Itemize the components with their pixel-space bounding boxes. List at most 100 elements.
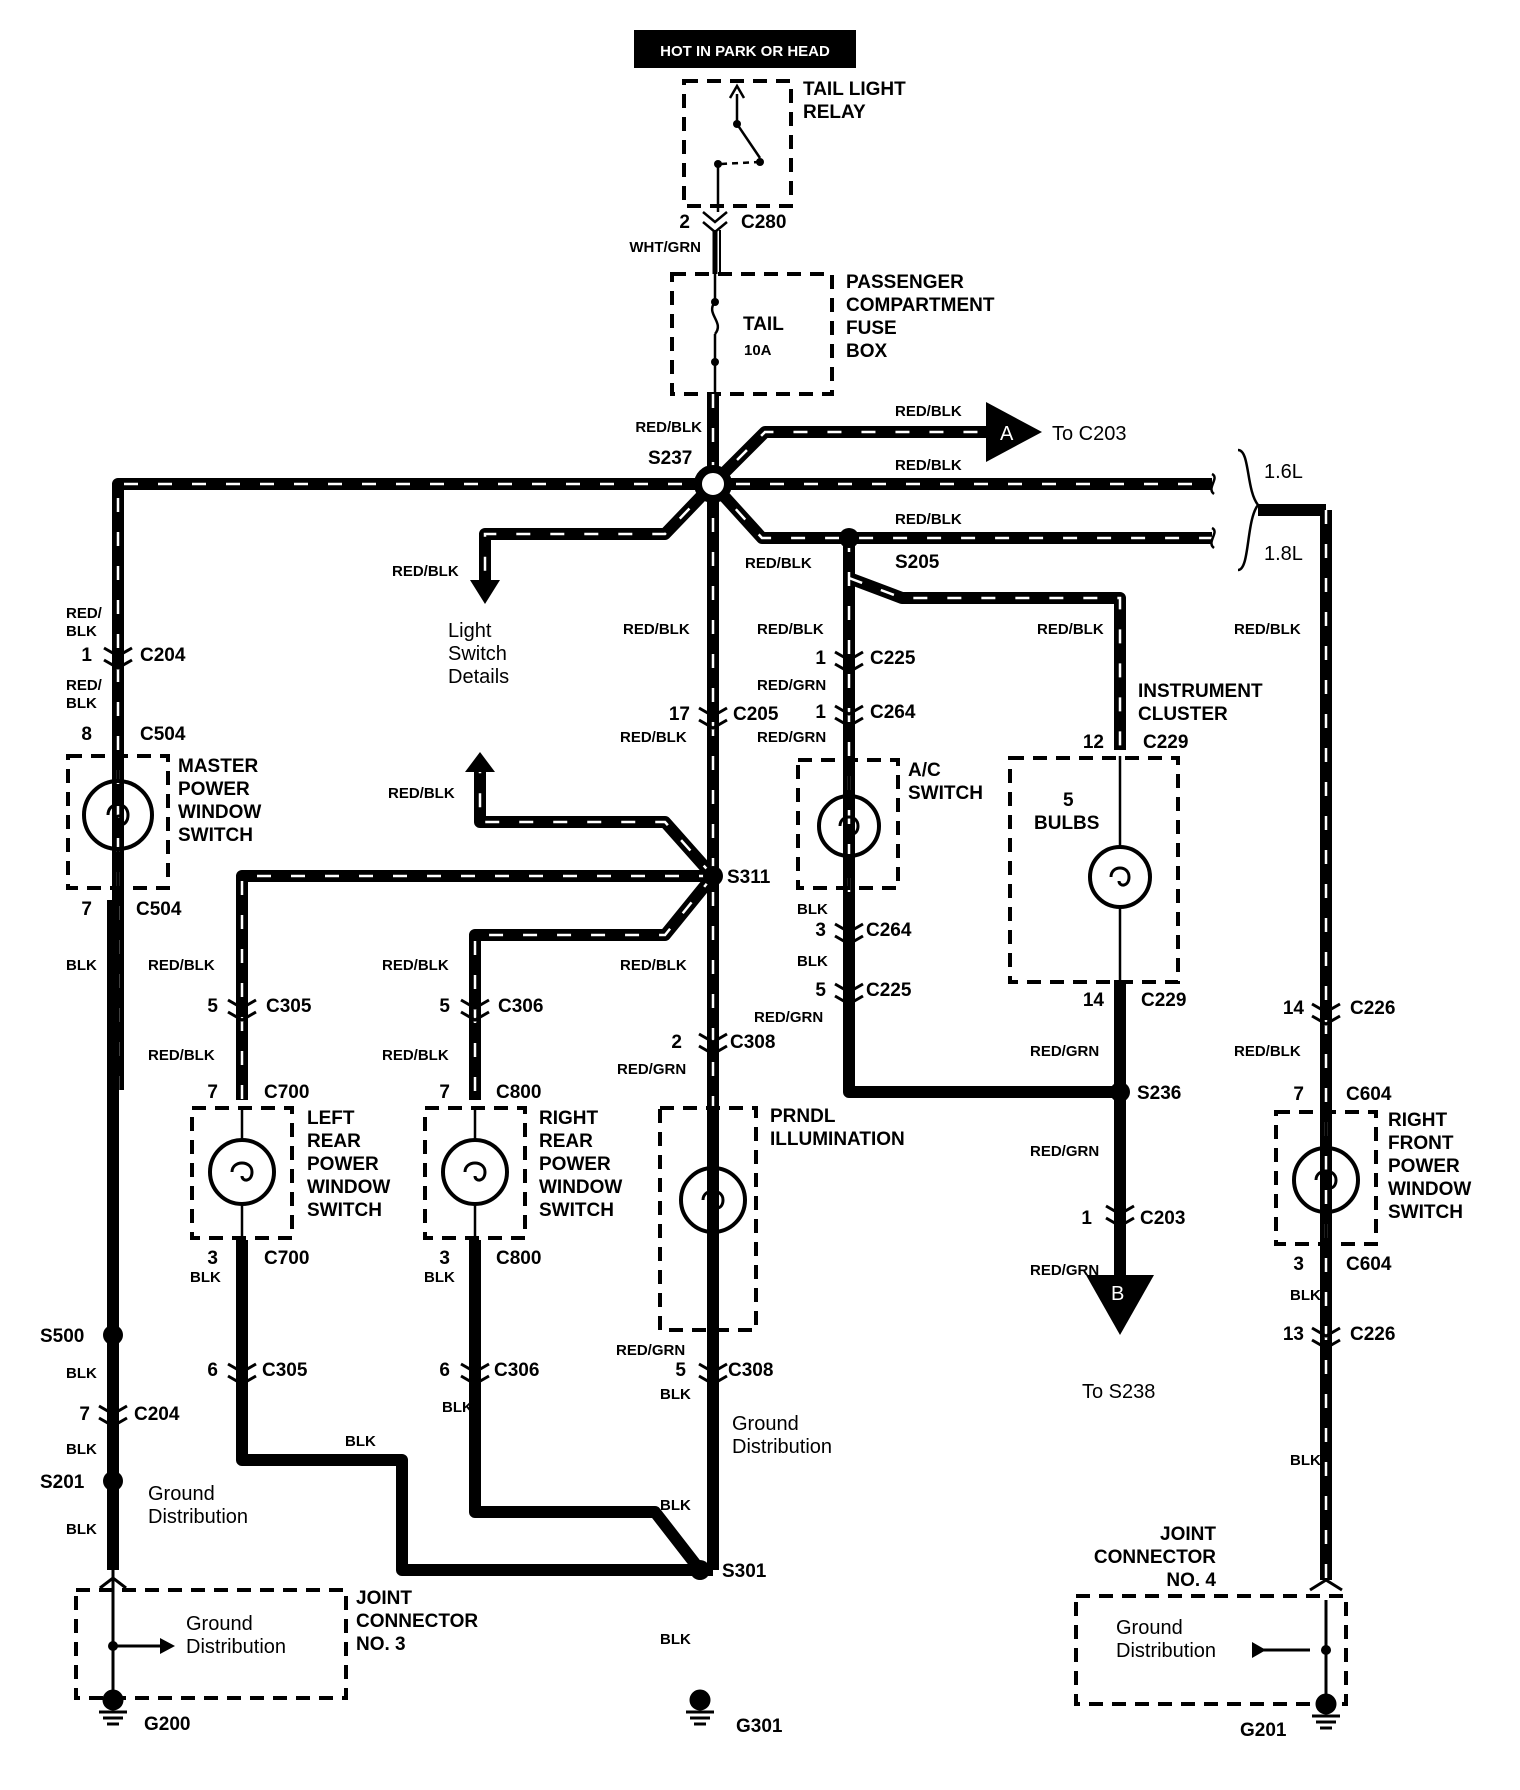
wire-label-23: RED/BLK xyxy=(382,1047,449,1064)
wire-label-30: BLK xyxy=(424,1269,455,1286)
rr-label-2: REAR xyxy=(539,1131,593,1152)
engine-brace xyxy=(1237,448,1260,572)
offpage-b-text: To S238 xyxy=(1082,1381,1155,1403)
wire-label-36: BLK xyxy=(66,1441,97,1458)
up-arrow-icon xyxy=(465,752,495,772)
ground-dist-2b: Distribution xyxy=(148,1506,248,1528)
title-text: HOT IN PARK OR HEAD xyxy=(660,43,830,60)
prndl-label-1: PRNDL xyxy=(770,1106,836,1127)
pin-c229-12: 12 xyxy=(1083,732,1104,753)
engine-18: 1.8L xyxy=(1264,543,1303,565)
rr-label-1: RIGHT xyxy=(539,1108,599,1129)
ground-dist-2a: Ground xyxy=(148,1483,215,1505)
pin-c264-1: 1 xyxy=(815,702,826,723)
wire-label-7: RED/BLK xyxy=(623,621,690,638)
wire-label-1: RED/BLK xyxy=(635,419,702,436)
lr-label-3: POWER xyxy=(307,1154,379,1175)
wire-label-17: RED/BLK xyxy=(148,957,215,974)
c280-connector-icon xyxy=(702,211,728,234)
pin-c308-2: 2 xyxy=(671,1032,682,1053)
conn-c264-a: C264 xyxy=(870,702,916,723)
connector-icons xyxy=(98,646,1341,1428)
conn-c205: C205 xyxy=(733,704,779,725)
wire-label-12: RED/BLK xyxy=(620,729,687,746)
wire-label-32: RED/GRN xyxy=(616,1342,685,1359)
master-label-4: SWITCH xyxy=(178,825,253,846)
ground-g200: G200 xyxy=(144,1714,190,1735)
pin-c504-7: 7 xyxy=(81,899,92,920)
conn-c226-b: C226 xyxy=(1350,1324,1395,1345)
conn-c604-b: C604 xyxy=(1346,1254,1392,1275)
offpage-arrow-b xyxy=(1086,1275,1154,1335)
engine-16: 1.6L xyxy=(1264,461,1303,483)
wire-label-19: RED/BLK xyxy=(620,957,687,974)
wire-label-16: BLK xyxy=(66,957,97,974)
pin-c205-17: 17 xyxy=(669,704,690,725)
offpage-a-text: To C203 xyxy=(1052,423,1127,445)
jc3-label-1: JOINT xyxy=(356,1588,412,1609)
master-label-3: WINDOW xyxy=(178,802,261,823)
relay-connector: C280 xyxy=(741,212,786,233)
wire-label-39: BLK xyxy=(660,1497,691,1514)
relay-label-2: RELAY xyxy=(803,102,866,123)
wire-label-27: RED/GRN xyxy=(1030,1143,1099,1160)
joint-connector-4-internal xyxy=(1260,1578,1343,1652)
pin-c225-1: 1 xyxy=(815,648,826,669)
jc3-dist-1: Ground xyxy=(186,1613,253,1635)
lr-label-2: REAR xyxy=(307,1131,361,1152)
cluster-label-1: INSTRUMENT xyxy=(1138,681,1263,702)
wire-label-24: RED/GRN xyxy=(617,1061,686,1078)
right-rear-power-window-switch-box xyxy=(423,1106,527,1240)
tail-light-relay-box xyxy=(682,79,793,208)
fuse-icon xyxy=(710,274,720,394)
wire-label-13: RED/GRN xyxy=(757,729,826,746)
wire-label-34: BLK xyxy=(660,1386,691,1403)
jc4-dist-1: Ground xyxy=(1116,1617,1183,1639)
wire-label-29: BLK xyxy=(190,1269,221,1286)
splices xyxy=(103,465,1130,1580)
pin-c305-6: 6 xyxy=(207,1360,218,1381)
wire-label-wht-grn: WHT/GRN xyxy=(629,239,701,256)
jc4-label-2: CONNECTOR xyxy=(1094,1547,1216,1568)
pin-c700-3: 3 xyxy=(207,1248,218,1269)
conn-c203: C203 xyxy=(1140,1208,1185,1229)
lr-label-5: SWITCH xyxy=(307,1200,382,1221)
jc3-label-3: NO. 3 xyxy=(356,1634,406,1655)
wire-label-20: BLK xyxy=(797,953,828,970)
cluster-label-2: CLUSTER xyxy=(1138,704,1228,725)
relay-switch-icon xyxy=(714,83,764,212)
conn-c308-a: C308 xyxy=(730,1032,775,1053)
rr-label-3: POWER xyxy=(539,1154,611,1175)
jc3-label-2: CONNECTOR xyxy=(356,1611,478,1632)
ground-icon-g301 xyxy=(686,1689,714,1726)
conn-c604-a: C604 xyxy=(1346,1084,1392,1105)
bulbs-label-2: BULBS xyxy=(1034,813,1099,834)
lr-label-1: LEFT xyxy=(307,1108,355,1129)
splice-s236: S236 xyxy=(1137,1083,1181,1104)
conn-c204-a: C204 xyxy=(140,645,186,666)
pin-c203-1: 1 xyxy=(1081,1208,1092,1229)
pin-c604-3: 3 xyxy=(1293,1254,1304,1275)
wire-label-28: RED/GRN xyxy=(1030,1262,1099,1279)
wire-label-14: RED/BLK xyxy=(388,785,455,802)
wire-label-6: RED/BLK xyxy=(392,563,459,580)
return-wires xyxy=(107,900,1126,1576)
wire-stripes xyxy=(116,394,1328,1580)
pin-c305-5: 5 xyxy=(207,996,218,1017)
conn-c305-b: C305 xyxy=(262,1360,308,1381)
conn-c700-a: C700 xyxy=(264,1082,309,1103)
wire-label-18: RED/BLK xyxy=(382,957,449,974)
light-switch-1: Light xyxy=(448,620,492,642)
fuse-rating: 10A xyxy=(744,342,772,359)
conn-c306-b: C306 xyxy=(494,1360,539,1381)
pin-c308-5: 5 xyxy=(675,1360,686,1381)
conn-c306-a: C306 xyxy=(498,996,543,1017)
right-front-power-window-switch-box xyxy=(1274,1110,1378,1246)
ground-g201: G201 xyxy=(1240,1720,1287,1741)
prndl-illumination-box xyxy=(658,1106,758,1332)
instrument-cluster-box xyxy=(1008,756,1180,984)
prndl-label-2: ILLUMINATION xyxy=(770,1129,905,1150)
conn-c700-b: C700 xyxy=(264,1248,309,1269)
rf-label-5: SWITCH xyxy=(1388,1202,1463,1223)
splice-s311: S311 xyxy=(727,867,771,888)
